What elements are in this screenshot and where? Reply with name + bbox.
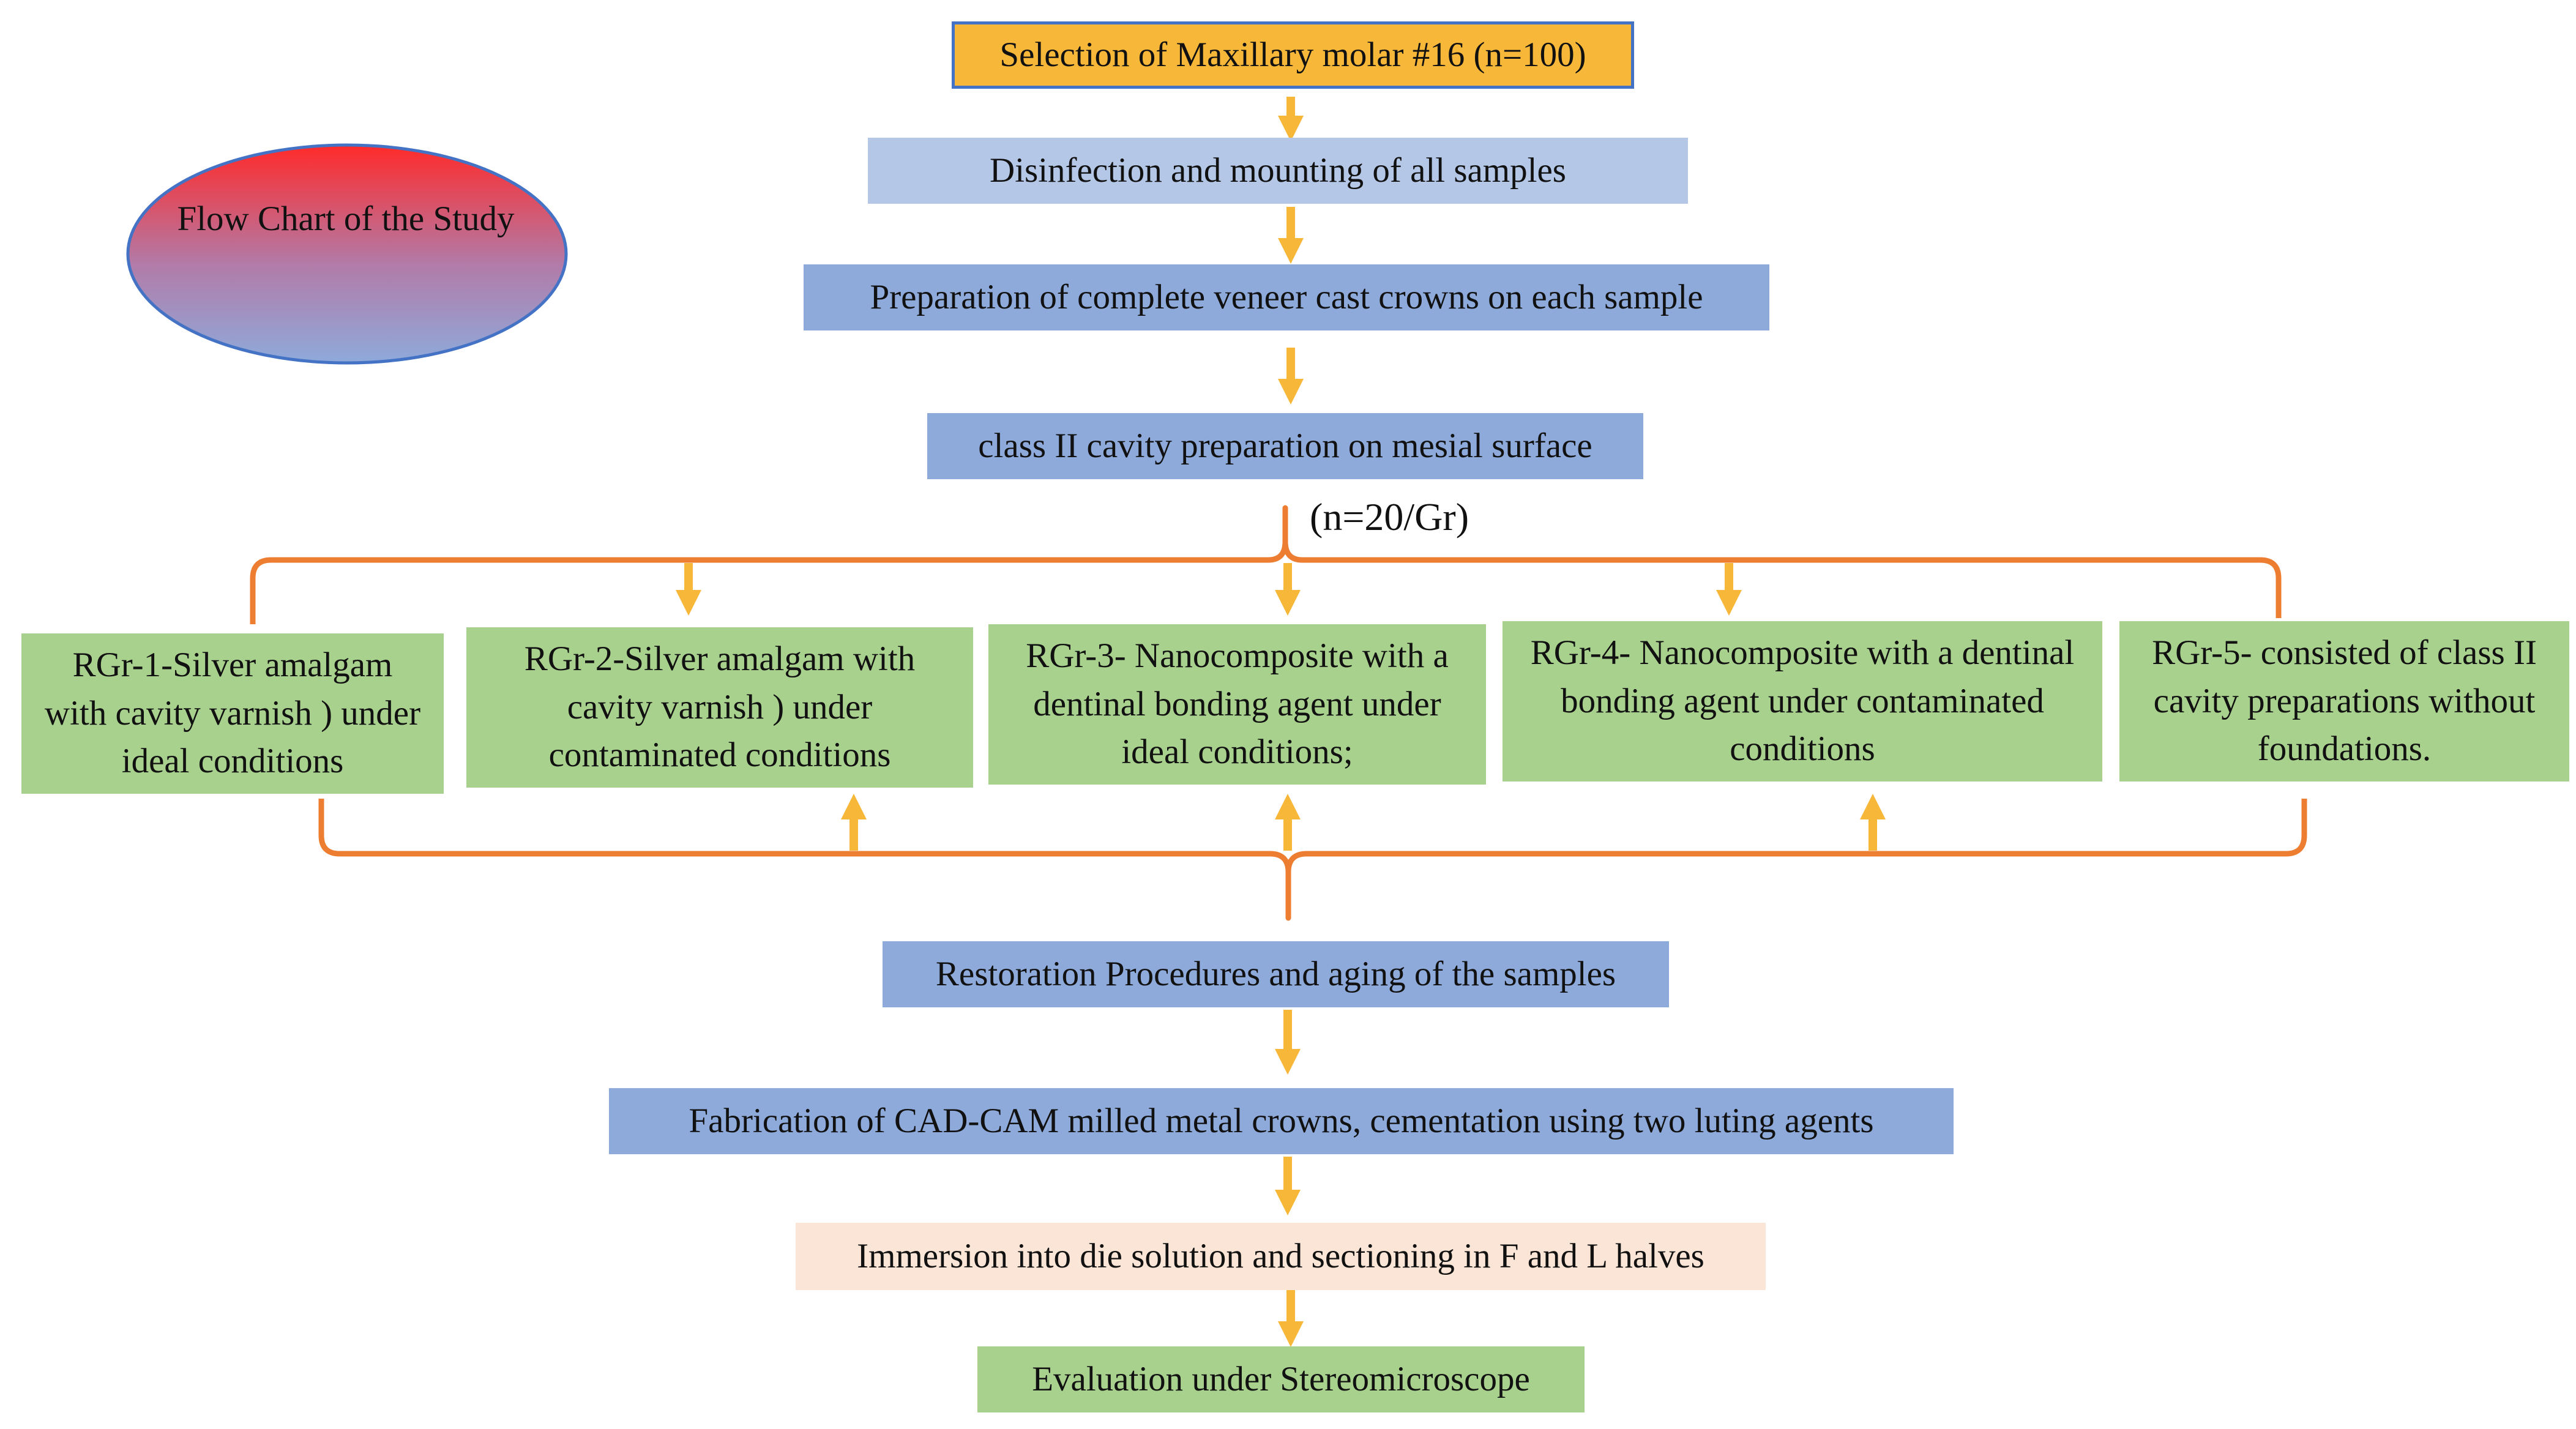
group-box-1: RGr-1-Silver amalgam with cavity varnish… bbox=[21, 633, 444, 794]
step-disinfection: Disinfection and mounting of all samples bbox=[868, 138, 1688, 204]
step-preparation: Preparation of complete veneer cast crow… bbox=[804, 264, 1769, 330]
step-cavity-preparation: class II cavity preparation on mesial su… bbox=[927, 413, 1643, 479]
bottom-bracket bbox=[318, 799, 2307, 921]
group-box-2: RGr-2-Silver amalgam with cavity varnish… bbox=[466, 627, 973, 788]
step-fabrication: Fabrication of CAD-CAM milled metal crow… bbox=[609, 1088, 1954, 1154]
step-immersion: Immersion into die solution and sectioni… bbox=[796, 1223, 1766, 1290]
step-evaluation: Evaluation under Stereomicroscope bbox=[977, 1346, 1585, 1412]
step-restoration: Restoration Procedures and aging of the … bbox=[883, 941, 1669, 1007]
group-box-3: RGr-3- Nanocomposite with a dentinal bon… bbox=[988, 624, 1486, 785]
title-oval bbox=[126, 143, 568, 365]
group-box-4: RGr-4- Nanocomposite with a dentinal bon… bbox=[1503, 621, 2102, 782]
group-size-label: (n=20/Gr) bbox=[1310, 495, 1469, 539]
flowchart-title: Flow Chart of the Study bbox=[177, 200, 515, 238]
top-bracket bbox=[250, 505, 2282, 624]
step-selection: Selection of Maxillary molar #16 (n=100) bbox=[952, 21, 1634, 89]
group-box-5: RGr-5- consisted of class II cavity prep… bbox=[2119, 621, 2569, 782]
